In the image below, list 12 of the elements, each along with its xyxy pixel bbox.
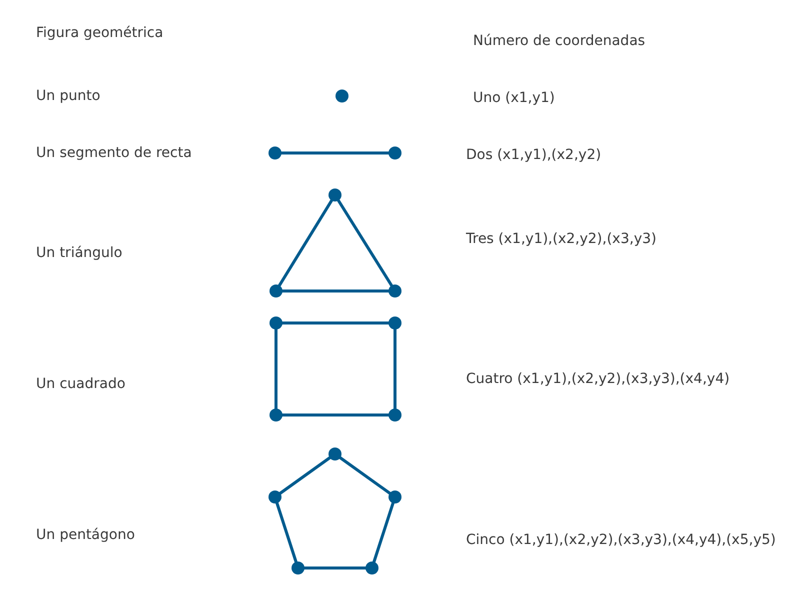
- coordinate-count: Cinco (x1,y1),(x2,y2),(x3,y3),(x4,y4),(x5,y5): [466, 532, 776, 548]
- shape-name: Un punto: [36, 88, 100, 104]
- shape-name: Un pentágono: [36, 527, 135, 543]
- coordinate-count: Uno (x1,y1): [473, 90, 555, 106]
- shape-name: Un segmento de recta: [36, 145, 192, 161]
- coordinate-count: Dos (x1,y1),(x2,y2): [466, 147, 602, 163]
- column-header: Número de coordenadas: [473, 33, 646, 49]
- column-header: Figura geométrica: [36, 25, 164, 41]
- shape-name: Un cuadrado: [36, 376, 126, 392]
- coordinate-count: Cuatro (x1,y1),(x2,y2),(x3,y3),(x4,y4): [466, 371, 730, 387]
- shape-name: Un triángulo: [36, 245, 122, 261]
- coordinate-count: Tres (x1,y1),(x2,y2),(x3,y3): [466, 231, 656, 247]
